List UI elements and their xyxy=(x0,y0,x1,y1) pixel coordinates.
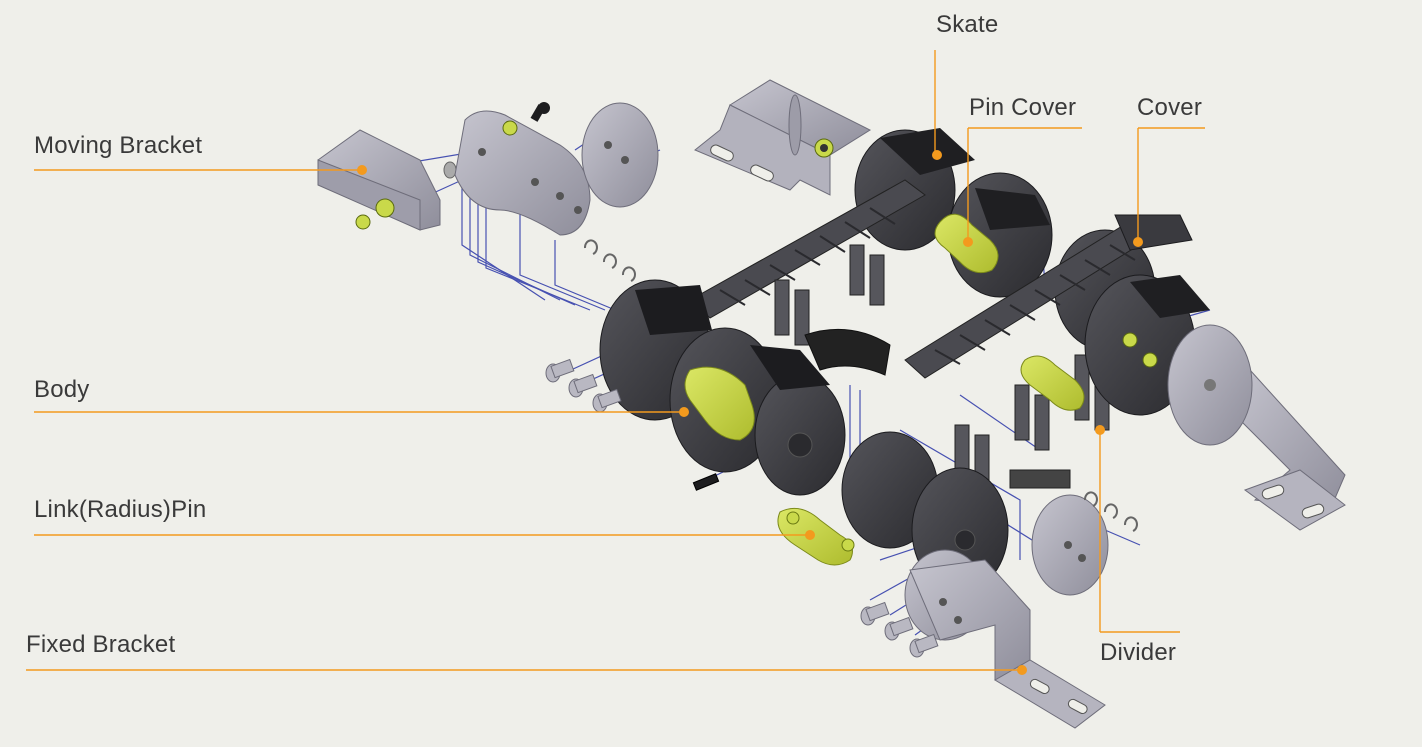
crossbar-lattice xyxy=(689,179,1193,379)
chain-right-links xyxy=(1084,274,1346,531)
circlips xyxy=(583,239,1138,532)
label-skate: Skate xyxy=(936,11,999,38)
link-radius-pin-part xyxy=(777,507,855,566)
leader-dots xyxy=(357,150,1143,675)
screws xyxy=(545,358,939,658)
moving-bracket-rear xyxy=(694,79,872,196)
label-moving-bracket: Moving Bracket xyxy=(34,132,203,159)
label-body: Body xyxy=(34,376,90,403)
fixed-bracket-part xyxy=(904,549,1106,729)
moving-bracket-part xyxy=(317,102,659,236)
label-link-radius-pin: Link(Radius)Pin xyxy=(34,496,207,523)
body-links xyxy=(599,279,891,496)
label-pin-cover: Pin Cover xyxy=(969,94,1077,121)
label-cover: Cover xyxy=(1137,94,1203,121)
leader-lines xyxy=(26,50,1205,671)
label-divider: Divider xyxy=(1100,639,1177,666)
label-fixed-bracket: Fixed Bracket xyxy=(26,631,176,658)
